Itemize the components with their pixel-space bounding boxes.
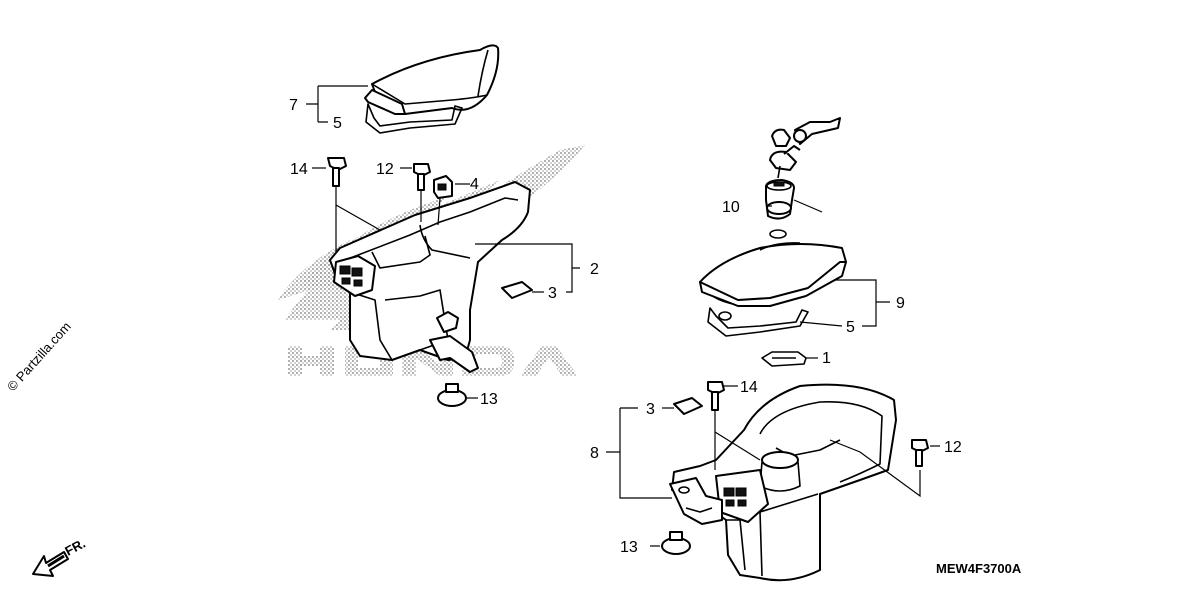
callout-14-right: 14 bbox=[740, 379, 758, 396]
clip-icon-4 bbox=[433, 175, 453, 199]
bolt-icon-12-left bbox=[413, 163, 431, 191]
callout-14-left: 14 bbox=[290, 161, 308, 178]
callout-3-left: 3 bbox=[548, 285, 557, 302]
leader-lines-left bbox=[306, 85, 580, 399]
bolt-icon-14-right bbox=[707, 381, 725, 411]
callout-labels: 7 5 14 12 4 2 3 13 10 9 5 1 14 3 8 12 13 bbox=[289, 97, 962, 556]
part-9-lid bbox=[699, 229, 847, 307]
pad-icon-3-right bbox=[673, 397, 703, 415]
callout-13-right: 13 bbox=[620, 539, 638, 556]
bolt-icon-12-right bbox=[911, 439, 929, 467]
callout-2: 2 bbox=[590, 261, 599, 278]
callout-4: 4 bbox=[470, 176, 479, 193]
watermark-text: © Partzilla.com bbox=[4, 319, 74, 394]
callout-5-right: 5 bbox=[846, 319, 855, 336]
grommet-icon-13-left bbox=[437, 383, 467, 407]
callout-12-right: 12 bbox=[944, 439, 962, 456]
callout-8: 8 bbox=[590, 445, 599, 462]
lock-slot-right bbox=[723, 487, 735, 497]
part-2-storage-box-left bbox=[329, 181, 531, 373]
leader-lines-right bbox=[606, 199, 940, 547]
callout-12-left: 12 bbox=[376, 161, 394, 178]
callout-7: 7 bbox=[289, 97, 298, 114]
key-icon-10 bbox=[765, 117, 841, 220]
clip-icon-1 bbox=[761, 351, 807, 367]
callout-9: 9 bbox=[896, 295, 905, 312]
part-8-storage-box-right bbox=[669, 383, 897, 582]
bolt-icon-14-left bbox=[327, 157, 347, 187]
callout-10: 10 bbox=[722, 199, 740, 216]
part-7-lid bbox=[364, 44, 500, 115]
part-5-seal-right bbox=[707, 307, 809, 337]
diagram-code: MEW4F3700A bbox=[936, 561, 1022, 576]
part-5-seal-top bbox=[365, 103, 463, 134]
grommet-icon-13-right bbox=[661, 531, 691, 555]
lock-slot-left bbox=[339, 265, 351, 275]
callout-1: 1 bbox=[822, 350, 831, 367]
callout-5-top: 5 bbox=[333, 115, 342, 132]
fr-direction-arrow-icon bbox=[32, 551, 69, 577]
callout-3-right: 3 bbox=[646, 401, 655, 418]
callout-13-left: 13 bbox=[480, 391, 498, 408]
pad-icon-3-left bbox=[501, 281, 533, 299]
